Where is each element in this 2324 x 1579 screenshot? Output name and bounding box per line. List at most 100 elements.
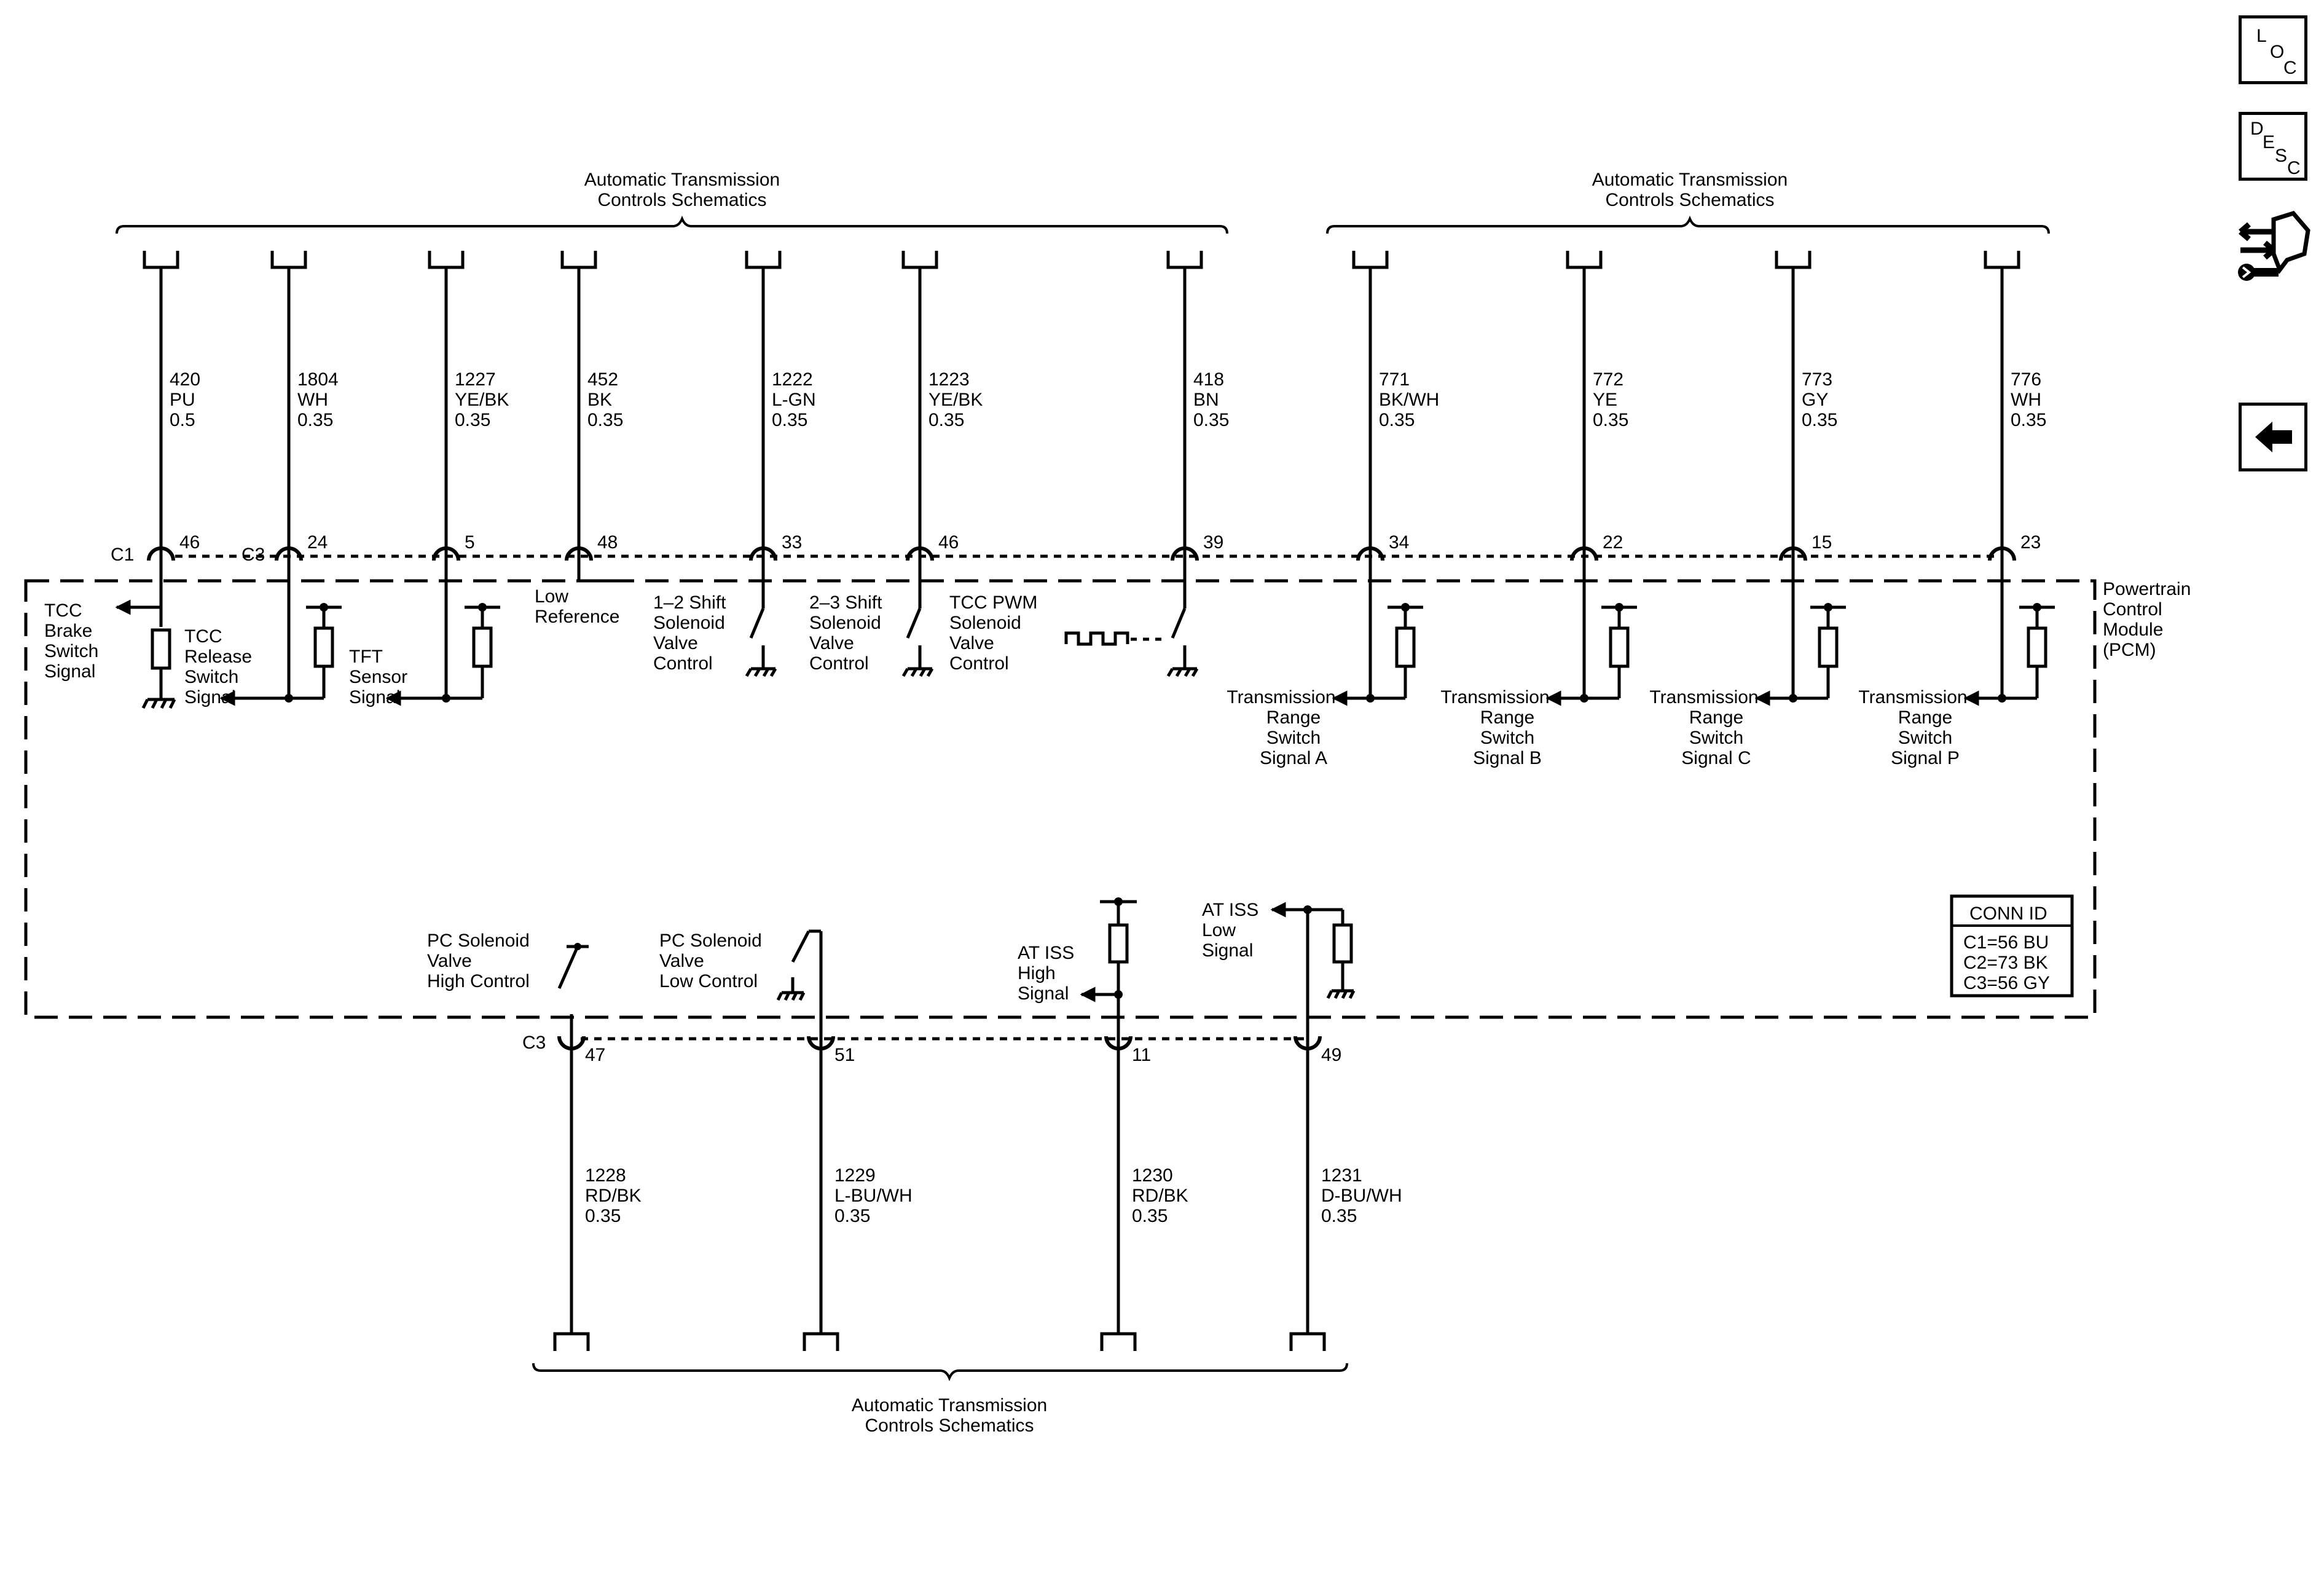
- wire-circuit: 772: [1593, 369, 1623, 390]
- pin-number: 33: [782, 532, 802, 553]
- tcc-release-node: [285, 694, 293, 703]
- conn-id-row: C2=73 BK: [1963, 953, 2048, 973]
- connector-wrench-icon: [2238, 210, 2310, 281]
- loc-letter: L: [2256, 26, 2267, 46]
- pin-number: 46: [179, 532, 200, 553]
- wire-color: L-GN: [772, 390, 816, 410]
- pc-high-supply-node: [574, 943, 581, 950]
- wire-color: WH: [297, 390, 328, 410]
- desc-letter: S: [2275, 146, 2288, 166]
- pin-number: 48: [597, 532, 618, 553]
- tcc-brake-switch-circuit: [115, 572, 176, 709]
- trs-label-line: Signal B: [1473, 748, 1542, 768]
- pin-number: 5: [465, 532, 475, 553]
- trs-label-line: Range: [1480, 707, 1534, 728]
- wire-color: D-BU/WH: [1321, 1186, 1402, 1206]
- trs-label-line: Switch: [1480, 728, 1534, 748]
- wire-circuit: 420: [170, 369, 200, 390]
- iss-low-node: [1303, 905, 1312, 914]
- desc-letter: C: [2287, 158, 2301, 178]
- wire-gauge: 0.5: [170, 410, 195, 430]
- junction-node: [2033, 603, 2041, 612]
- connector-c3-bottom-label: C3: [522, 1033, 546, 1053]
- wire-color: L-BU/WH: [834, 1186, 913, 1206]
- iss-high-node: [1114, 990, 1123, 999]
- trs-label-line: Range: [1898, 707, 1952, 728]
- connector-cavity: [1104, 1036, 1133, 1050]
- connector-tool-button[interactable]: [2236, 206, 2312, 286]
- tcc-release-pullup-node: [320, 603, 328, 612]
- wire-circuit: 418: [1193, 369, 1224, 390]
- tft-pullup-node: [478, 603, 487, 612]
- wire-color: BN: [1193, 390, 1219, 410]
- wire-terminal: [1166, 251, 1203, 269]
- desc-button[interactable]: D E S C: [2239, 112, 2307, 181]
- connector-c3-top-label: C3: [241, 545, 265, 565]
- wire-gauge: 0.35: [1193, 410, 1229, 430]
- wire-color: PU: [170, 390, 195, 410]
- trs-label-line: Range: [1266, 707, 1321, 728]
- wire-gauge: 0.35: [1802, 410, 1837, 430]
- wire-terminal: [1566, 251, 1603, 269]
- loc-letter: O: [2270, 42, 2285, 62]
- wire-terminal: [553, 1332, 590, 1351]
- wire-gauge: 0.35: [455, 410, 490, 430]
- junction-node: [1580, 694, 1588, 703]
- wire-gauge: 0.35: [772, 410, 807, 430]
- trs-label-line: Switch: [1689, 728, 1743, 748]
- wire-gauge: 0.35: [1132, 1206, 1168, 1226]
- wire-circuit: 1804: [297, 369, 339, 390]
- wire-terminal: [1289, 1332, 1326, 1351]
- wire-terminal: [803, 1332, 839, 1351]
- wire-circuit: 1229: [834, 1165, 876, 1186]
- trs-label-line: Range: [1689, 707, 1743, 728]
- connector-cavity: [1294, 1036, 1322, 1050]
- tft-sensor-circuit: [385, 572, 500, 706]
- junction-node: [1789, 694, 1797, 703]
- wire-color: BK: [587, 390, 612, 410]
- wire-terminal: [560, 251, 597, 269]
- trs-label-line: Transmission: [1440, 687, 1549, 707]
- pin-number: 49: [1321, 1045, 1341, 1065]
- loc-button[interactable]: L O C: [2239, 15, 2307, 84]
- junction-node: [1615, 603, 1623, 612]
- iss-low-circuit: [1270, 902, 1356, 1030]
- wire-color: RD/BK: [585, 1186, 642, 1206]
- back-button[interactable]: [2239, 403, 2307, 471]
- wire-gauge: 0.35: [1593, 410, 1628, 430]
- wire-circuit: 1223: [928, 369, 970, 390]
- wire-terminal: [1100, 1332, 1137, 1351]
- pin-number: 24: [307, 532, 328, 553]
- connector-cavity: [807, 1036, 835, 1050]
- wire-gauge: 0.35: [928, 410, 964, 430]
- junction-node: [1366, 694, 1375, 703]
- wire-color: YE/BK: [928, 390, 983, 410]
- pin-number: 22: [1603, 532, 1623, 553]
